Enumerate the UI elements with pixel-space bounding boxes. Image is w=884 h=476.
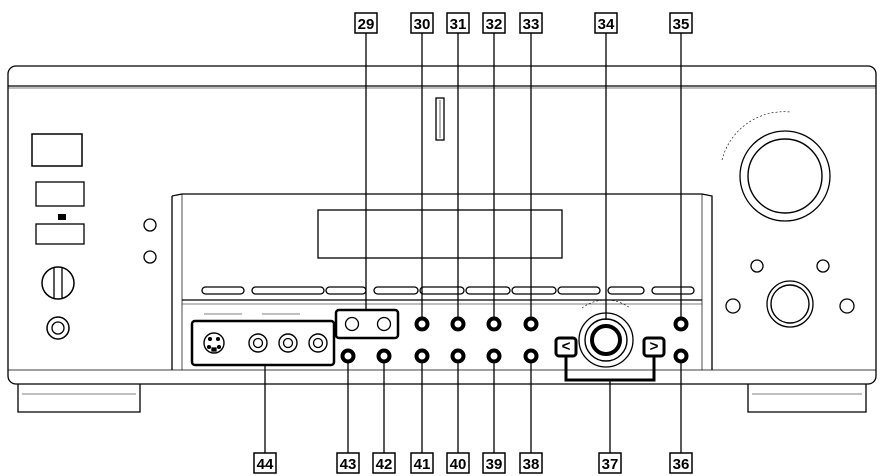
button-30[interactable] (414, 316, 430, 332)
svg-text:32: 32 (486, 16, 503, 33)
callout-40: 40 (446, 452, 470, 474)
button-40[interactable] (450, 348, 466, 364)
bracket-37 (564, 356, 656, 382)
callout-33: 33 (519, 12, 543, 34)
button-39[interactable] (486, 348, 502, 364)
chassis (7, 65, 877, 385)
input-selector-row (201, 286, 695, 295)
callout-29: 29 (354, 12, 378, 34)
right-side-button-left[interactable] (725, 298, 741, 314)
svg-text:37: 37 (602, 456, 619, 473)
svg-text:41: 41 (414, 456, 431, 473)
callout-44: 44 (253, 452, 277, 474)
svg-text:30: 30 (414, 16, 431, 33)
button-43[interactable] (340, 348, 356, 364)
button-41[interactable] (414, 348, 430, 364)
callout-36: 36 (669, 452, 693, 474)
button-42[interactable] (376, 348, 392, 364)
arrow-right-icon: > (650, 338, 659, 355)
svg-text:31: 31 (450, 16, 467, 33)
callout-35: 35 (669, 12, 693, 34)
button-36[interactable] (673, 348, 689, 364)
right-small-button-left[interactable] (750, 259, 764, 273)
callout-39: 39 (482, 452, 506, 474)
small-logo-icon (58, 214, 66, 220)
display-window (317, 209, 563, 259)
video-inputs-box (190, 319, 336, 367)
left-foot (17, 384, 141, 413)
speakers-button[interactable] (143, 218, 157, 232)
svg-text:43: 43 (340, 456, 357, 473)
callout-row-top: 29 30 31 32 33 34 35 (354, 12, 693, 34)
callout-row-bottom: 44 43 42 41 40 39 38 37 36 (253, 452, 693, 474)
power-button[interactable] (31, 133, 83, 167)
s-video-jack-icon[interactable] (203, 332, 225, 354)
callout-41: 41 (410, 452, 434, 474)
rca-jack-icon[interactable] (248, 333, 268, 353)
arrow-left-button[interactable]: < (554, 336, 578, 358)
svg-text:44: 44 (257, 456, 274, 473)
rca-jack-icon[interactable] (308, 333, 328, 353)
right-small-button-right[interactable] (816, 259, 830, 273)
rca-jack-icon[interactable] (278, 333, 298, 353)
multi-channel-knob-icon[interactable] (766, 280, 814, 328)
front-door (171, 193, 713, 370)
svg-text:33: 33 (523, 16, 540, 33)
right-side-button-right[interactable] (839, 298, 855, 314)
left-window-upper (35, 181, 85, 207)
speakers-button-2[interactable] (143, 250, 157, 264)
svg-text:39: 39 (486, 456, 503, 473)
knob-center (590, 324, 622, 356)
svg-text:40: 40 (450, 456, 467, 473)
callout-37: 37 (598, 452, 622, 474)
left-window-lower (35, 223, 85, 245)
arrow-right-button[interactable]: > (642, 336, 666, 358)
callout-32: 32 (482, 12, 506, 34)
volume-dial-icon[interactable] (721, 111, 831, 222)
small-jack-icon[interactable] (376, 316, 392, 332)
button-33[interactable] (523, 316, 539, 332)
callout-38: 38 (519, 452, 543, 474)
power-switch-icon[interactable] (41, 266, 75, 300)
svg-text:42: 42 (376, 456, 393, 473)
callout-30: 30 (410, 12, 434, 34)
button-35[interactable] (673, 316, 689, 332)
right-foot (747, 384, 867, 413)
button-31[interactable] (450, 316, 466, 332)
callout-43: 43 (336, 452, 360, 474)
svg-text:38: 38 (523, 456, 540, 473)
center-slot (435, 97, 445, 141)
arrow-left-icon: < (562, 338, 571, 355)
callout-42: 42 (372, 452, 396, 474)
small-jack-icon[interactable] (344, 316, 360, 332)
button-32[interactable] (486, 316, 502, 332)
headphone-jack-icon[interactable] (46, 316, 70, 340)
mic-jacks-box (334, 308, 400, 340)
button-38[interactable] (523, 348, 539, 364)
svg-text:35: 35 (673, 16, 690, 33)
svg-text:34: 34 (598, 16, 615, 33)
svg-text:36: 36 (673, 456, 690, 473)
svg-text:29: 29 (358, 16, 375, 33)
rotary-knob-icon[interactable] (578, 299, 634, 368)
callout-31: 31 (446, 12, 470, 34)
callout-34: 34 (594, 12, 618, 34)
